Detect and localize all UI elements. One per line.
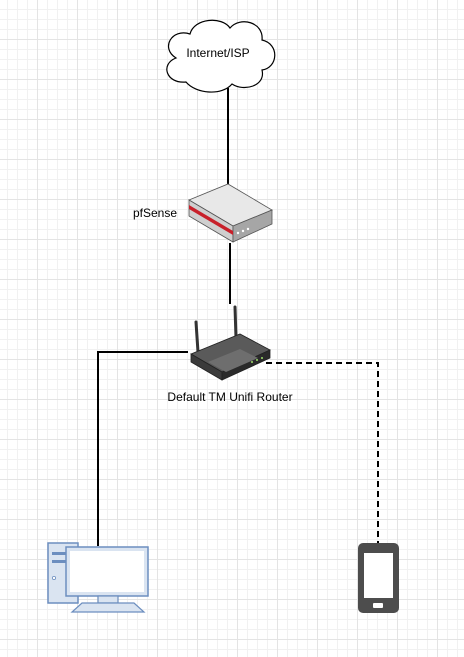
mobile-phone-icon xyxy=(358,543,399,613)
pfsense-node[interactable]: pfSense xyxy=(133,183,273,243)
pfsense-label: pfSense xyxy=(133,206,177,220)
edge-router-desktop[interactable] xyxy=(97,351,188,546)
firewall-appliance-icon xyxy=(188,183,273,243)
wireless-router-icon xyxy=(190,305,271,381)
desktop-node[interactable] xyxy=(47,542,149,613)
router-node[interactable]: Default TM Unifi Router xyxy=(167,305,293,404)
internet-label: Internet/ISP xyxy=(186,46,249,60)
phone-node[interactable] xyxy=(358,543,399,613)
connectors xyxy=(97,88,379,546)
cloud-icon xyxy=(166,19,276,93)
router-label: Default TM Unifi Router xyxy=(167,390,292,404)
edge-router-phone[interactable] xyxy=(266,362,379,545)
internet-cloud-node[interactable]: Internet/ISP xyxy=(166,19,276,93)
desktop-computer-icon xyxy=(47,542,149,613)
